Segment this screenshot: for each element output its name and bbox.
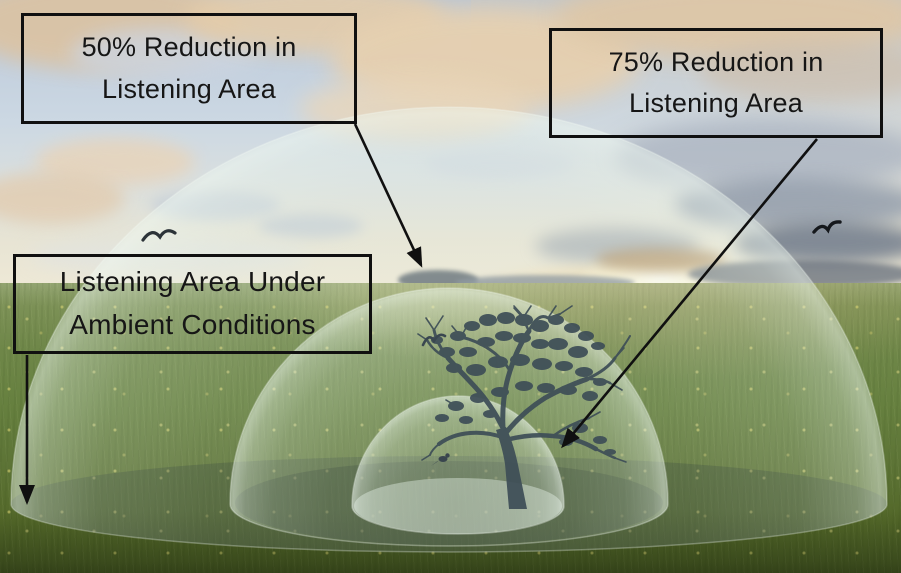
- callout-label: Listening Area Under Ambient Conditions: [59, 266, 326, 340]
- cloud: [258, 214, 363, 238]
- cloud: [150, 190, 280, 220]
- callout-label: 50% Reduction in Listening Area: [81, 32, 297, 104]
- callout-ambient-conditions: Listening Area Under Ambient Conditions: [13, 254, 372, 354]
- cloud: [0, 172, 125, 224]
- callout-75-percent-reduction: 75% Reduction in Listening Area: [549, 28, 883, 138]
- callout-50-percent-reduction: 50% Reduction in Listening Area: [21, 13, 357, 124]
- callout-label: 75% Reduction in Listening Area: [608, 46, 824, 118]
- cloud: [35, 138, 195, 186]
